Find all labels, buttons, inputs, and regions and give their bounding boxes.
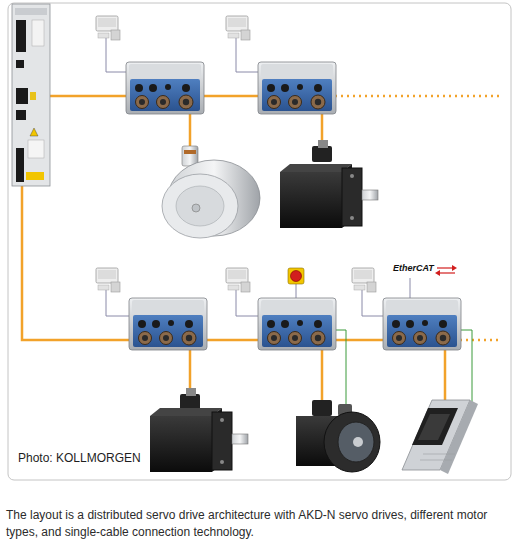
photo-credit: Photo: KOLLMORGEN [18,450,238,467]
ethercat-arrow [437,267,452,268]
akd-c-power-supply [26,172,44,180]
power-cable [22,96,500,404]
pc-link-wire [410,278,411,300]
ethercat-arrow [435,265,457,276]
pc-icon [96,16,120,40]
pc-icon [96,268,120,292]
power-cable [335,95,500,98]
linear-motor [402,400,478,474]
akd-c-power-supply [16,110,26,120]
akd-n-drive [126,62,204,114]
pc-icon [226,16,250,40]
silver-motor [162,174,238,238]
servo-motor [280,164,378,228]
silver-motor [176,186,224,226]
pc-link-wire [106,38,410,316]
akd-c-power-supply [32,20,44,46]
ethercat-arrow [452,265,457,271]
servo-motor [338,422,374,462]
servo-motor [150,388,248,472]
power-cable [444,348,447,402]
servo-motor [296,400,380,472]
linear-motor [418,414,450,440]
akd-c-power-supply [12,4,50,186]
akd-n-drive [258,298,336,350]
servo-motor [318,140,328,148]
servo-motor [324,412,380,472]
akd-c-power-supply [30,92,36,100]
photo-frame [8,3,511,480]
akd-c-power-supply [12,4,50,186]
pc-icon [96,16,376,292]
power-cable [460,339,500,342]
pc-icon [226,268,250,292]
akd-c-power-supply [30,128,38,136]
servo-motor [186,388,196,396]
servo-motor [312,146,332,162]
akd-c-power-supply [16,60,24,68]
akd-n-drive [258,62,336,114]
akd-c-power-supply [28,140,44,158]
akd-n-drive [383,298,461,350]
akd-c-power-supply [16,148,24,182]
pc-link-wire [106,290,129,316]
linear-motor [412,408,458,445]
silver-motor [162,146,260,238]
emergency-stop [291,271,302,282]
power-cable [189,110,192,150]
servo-motor [150,408,248,472]
silver-motor [184,150,196,154]
power-cable [321,348,324,404]
pc-link-wire [106,38,126,72]
servo-motor [353,437,363,447]
pc-link-wire [236,290,259,316]
linear-motor [423,454,455,455]
linear-motor [420,460,452,461]
pc-link-wire [236,38,259,72]
pc-link-wire [362,290,384,316]
ethercat-arrow [440,272,455,273]
akd-c-power-supply [16,88,28,104]
servo-motor [280,140,378,228]
akd-n-drive [129,298,207,350]
servo-motor [312,400,332,416]
silver-motor [192,204,200,212]
pc-icon [352,268,376,292]
emergency-stop [288,268,304,284]
bus-label: EtherCAT [393,262,453,275]
caption: The layout is a distributed servo drive … [6,507,514,542]
servo-motor [180,394,200,410]
ethercat-arrow [435,270,440,276]
akd-n-drive [126,62,461,350]
akd-c-power-supply [15,8,47,15]
akd-c-power-supply [16,20,26,52]
emergency-stop [288,268,304,284]
